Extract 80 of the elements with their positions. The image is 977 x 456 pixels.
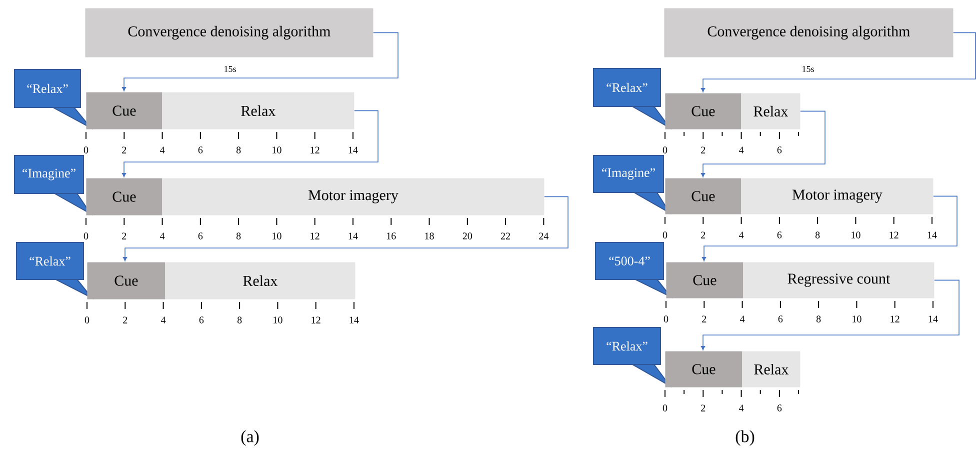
phase-bar: Relax [165, 262, 356, 300]
tick-label: 12 [312, 316, 320, 324]
tick-label: 12 [310, 232, 320, 240]
tick-label: 20 [462, 232, 472, 240]
arrow [700, 110, 826, 178]
tick-label: 2 [702, 316, 706, 322]
tick-label: 8 [237, 316, 242, 324]
tick-label: 2 [701, 146, 706, 154]
tick-label: 14 [928, 232, 937, 238]
tick-label: 6 [778, 316, 783, 322]
tick-label: 2 [122, 232, 126, 240]
tick-label: 14 [350, 316, 359, 324]
tick-label: 0 [662, 232, 668, 238]
tick-label: 6 [777, 404, 782, 412]
phase-bar: Regressive count [743, 262, 934, 298]
algorithm-box: Convergence denoising algorithm [664, 8, 954, 58]
tick-label: 14 [348, 146, 358, 154]
phase-bar: Relax [162, 92, 354, 130]
tick-label: 0 [84, 316, 90, 324]
tick-label: 4 [738, 404, 744, 412]
tick-label: 18 [425, 232, 434, 240]
edge-label: 15s [222, 65, 238, 74]
tick-label: 10 [272, 146, 282, 154]
phase-bar: Motor imagery [741, 178, 934, 214]
cue-bar: Cue [87, 262, 166, 300]
algorithm-box: Convergence denoising algorithm [85, 8, 374, 58]
tick-label: 2 [122, 146, 126, 154]
tick-label: 4 [740, 316, 745, 322]
tick-label: 10 [274, 316, 282, 324]
cue-bar: Cue [665, 93, 742, 130]
tick-label: 22 [500, 232, 510, 240]
tick-label: 2 [123, 316, 128, 324]
tick-label: 0 [84, 146, 88, 154]
arrow [122, 110, 378, 178]
tick-label: 14 [348, 232, 358, 240]
tick-label: 16 [387, 232, 396, 240]
tick-label: 8 [236, 146, 241, 154]
tick-label: 10 [852, 316, 862, 322]
tick-label: 4 [738, 146, 744, 154]
tick-label: 2 [701, 404, 706, 412]
arrow [122, 32, 398, 92]
tick-label: 6 [777, 146, 782, 154]
tick-label: 4 [160, 146, 165, 154]
tick-label: 12 [890, 232, 898, 238]
tick-label: 0 [84, 232, 88, 240]
tick-label: 6 [198, 146, 203, 154]
cue-bar: Cue [666, 262, 744, 298]
tick-label: 8 [816, 316, 821, 322]
tick-label: 12 [310, 146, 320, 154]
arrow [700, 280, 960, 350]
panel-caption: (b) [736, 430, 754, 446]
cue-bar: Cue [86, 92, 162, 130]
tick-label: 12 [890, 316, 900, 322]
tick-label: 24 [539, 232, 549, 240]
phase-bar: Relax [742, 351, 800, 388]
phase-bar: Relax [741, 93, 800, 130]
tick-label: 10 [272, 232, 282, 240]
tick-label: 0 [662, 146, 668, 154]
tick-label: 0 [662, 404, 668, 412]
cue-bar: Cue [665, 178, 742, 214]
edge-label: 15s [800, 65, 816, 74]
tick-label: 6 [198, 232, 203, 240]
arrow [702, 196, 958, 262]
tick-label: 14 [928, 316, 938, 322]
arrow [122, 196, 568, 262]
panel-caption: (a) [241, 430, 259, 446]
tick-label: 6 [777, 232, 782, 238]
tick-label: 0 [664, 316, 668, 322]
arrow [700, 32, 976, 92]
tick-label: 4 [160, 232, 165, 240]
phase-bar: Motor imagery [162, 178, 544, 216]
cue-bar: Cue [86, 178, 162, 216]
tick-label: 4 [738, 232, 744, 238]
tick-label: 2 [701, 232, 706, 238]
tick-label: 4 [160, 316, 166, 324]
tick-label: 10 [852, 232, 860, 238]
tick-label: 8 [236, 232, 241, 240]
tick-label: 8 [815, 232, 820, 238]
tick-label: 6 [199, 316, 204, 324]
cue-bar: Cue [665, 351, 742, 388]
